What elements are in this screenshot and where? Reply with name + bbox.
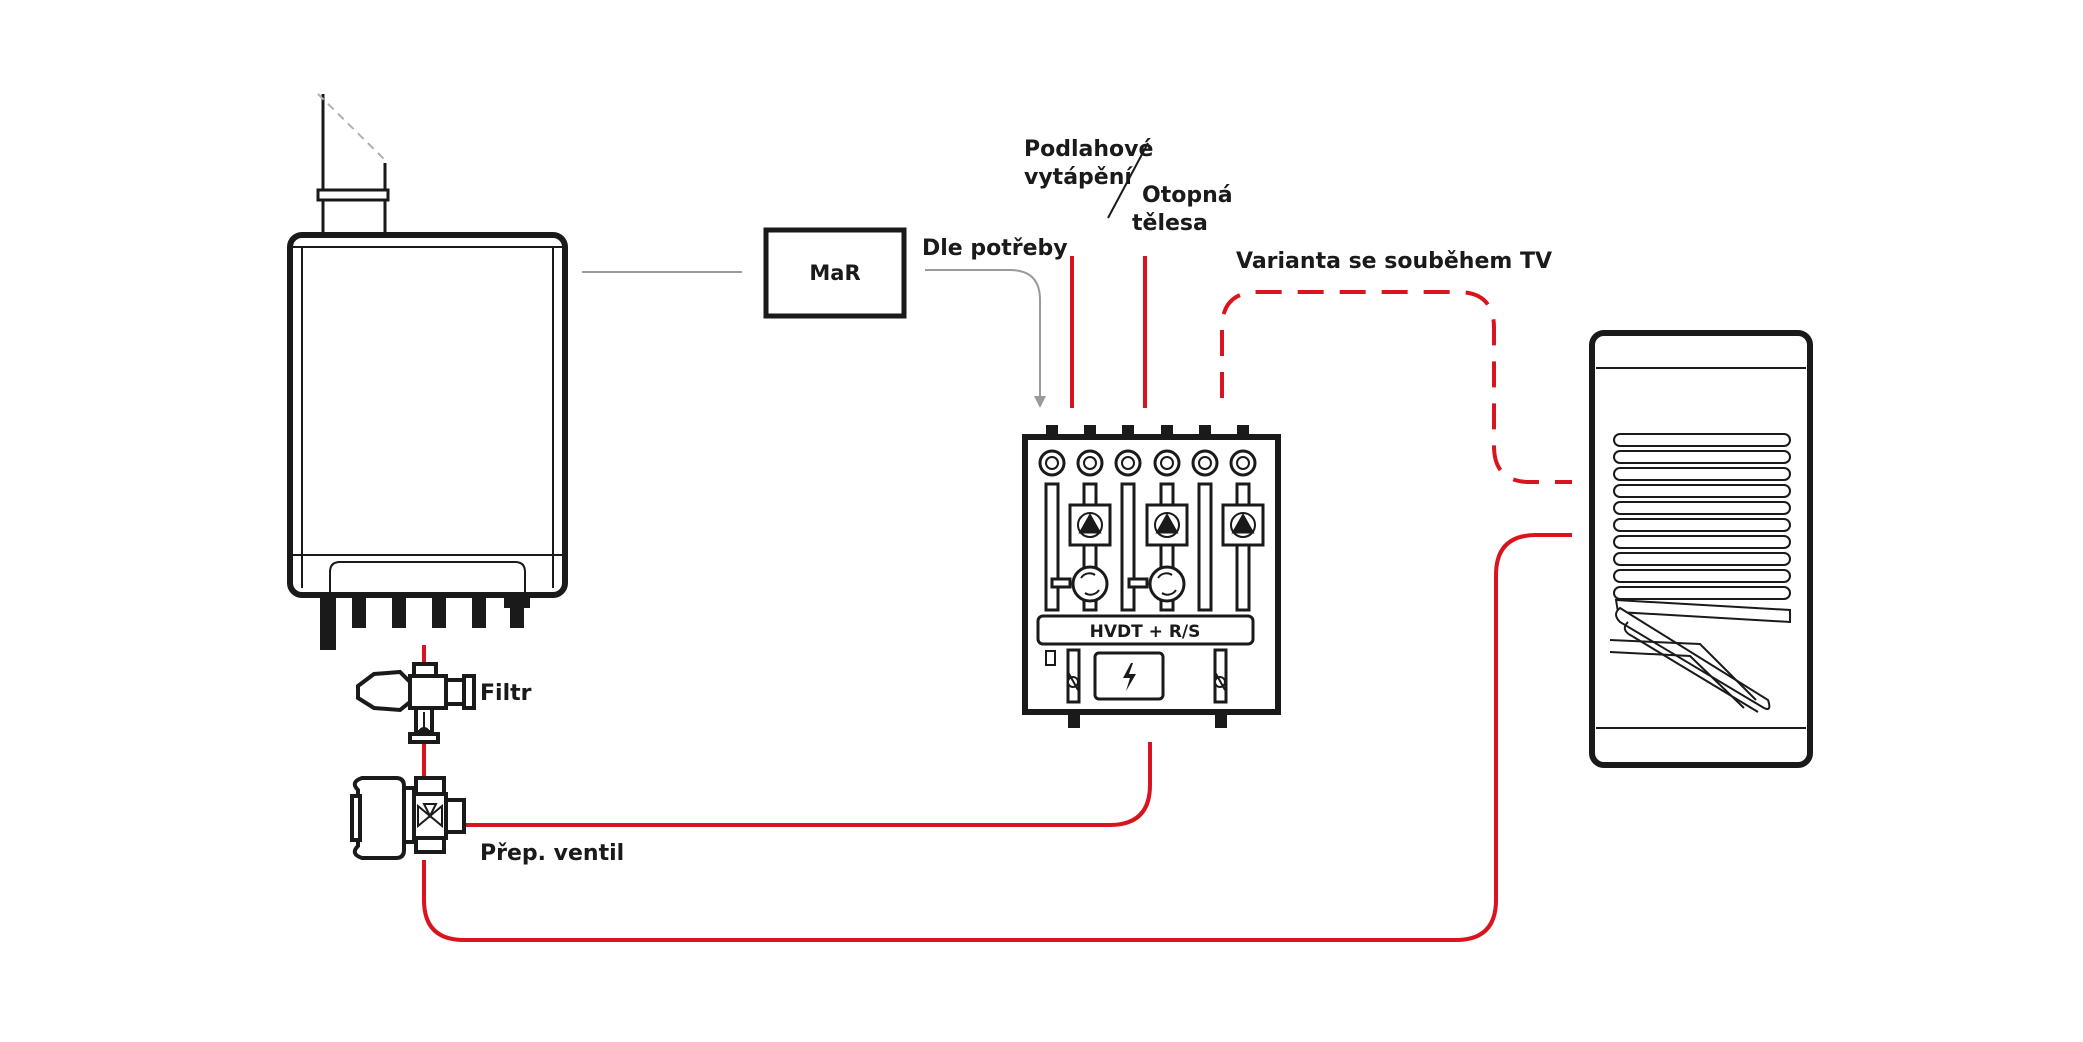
hvdt-label: HVDT + R/S [1090,622,1201,642]
podlahove-label-2: vytápění [1024,165,1133,190]
filtr-label: Filtr [480,681,532,706]
pipe-valve-hvdt [462,742,1152,827]
hot-water-tank [1589,330,1813,768]
thermometer-icon [1038,449,1257,477]
pipe-loop-tank [422,533,1572,942]
hvdt-small-indicator [1045,650,1056,666]
mar-label: MaR [809,261,860,285]
hvdt-label-bar [1036,614,1255,646]
flue-dashed [317,93,386,161]
filter [356,662,476,744]
hvdt-bottom-connectors [1068,714,1227,728]
pipes [422,256,1572,942]
diverter-valve [350,776,466,860]
varianta-label: Varianta se souběhem TV [1236,249,1552,274]
pipe-variant-dashed [1220,290,1572,484]
signal-line-mar-hvdt [925,269,1041,396]
hvdt-lower-tubes [1066,648,1228,704]
flue-collar [316,188,390,202]
mar-box [763,227,907,319]
hvdt-module: HVDT + R/S [1022,425,1281,728]
lightning-icon [1123,663,1136,691]
label-divider-slash [1107,142,1149,219]
boiler-panel [329,561,526,592]
prep-ventil-label: Přep. ventil [480,841,624,866]
boiler [287,93,568,650]
tank-coil [1609,433,1791,713]
arrow-head-icon [1034,396,1046,408]
dle-potreby-label: Dle potřeby [922,236,1068,261]
mar-controller: MaR [763,227,907,319]
boiler-body [287,232,568,598]
boiler-connectors [320,598,530,650]
otopna-label-1: Otopná [1142,183,1233,208]
pump-icon [1068,503,1265,547]
podlahove-label-1: Podlahové [1024,137,1153,162]
mixing-valve-icon [1050,565,1186,603]
otopna-label-2: tělesa [1132,211,1208,236]
